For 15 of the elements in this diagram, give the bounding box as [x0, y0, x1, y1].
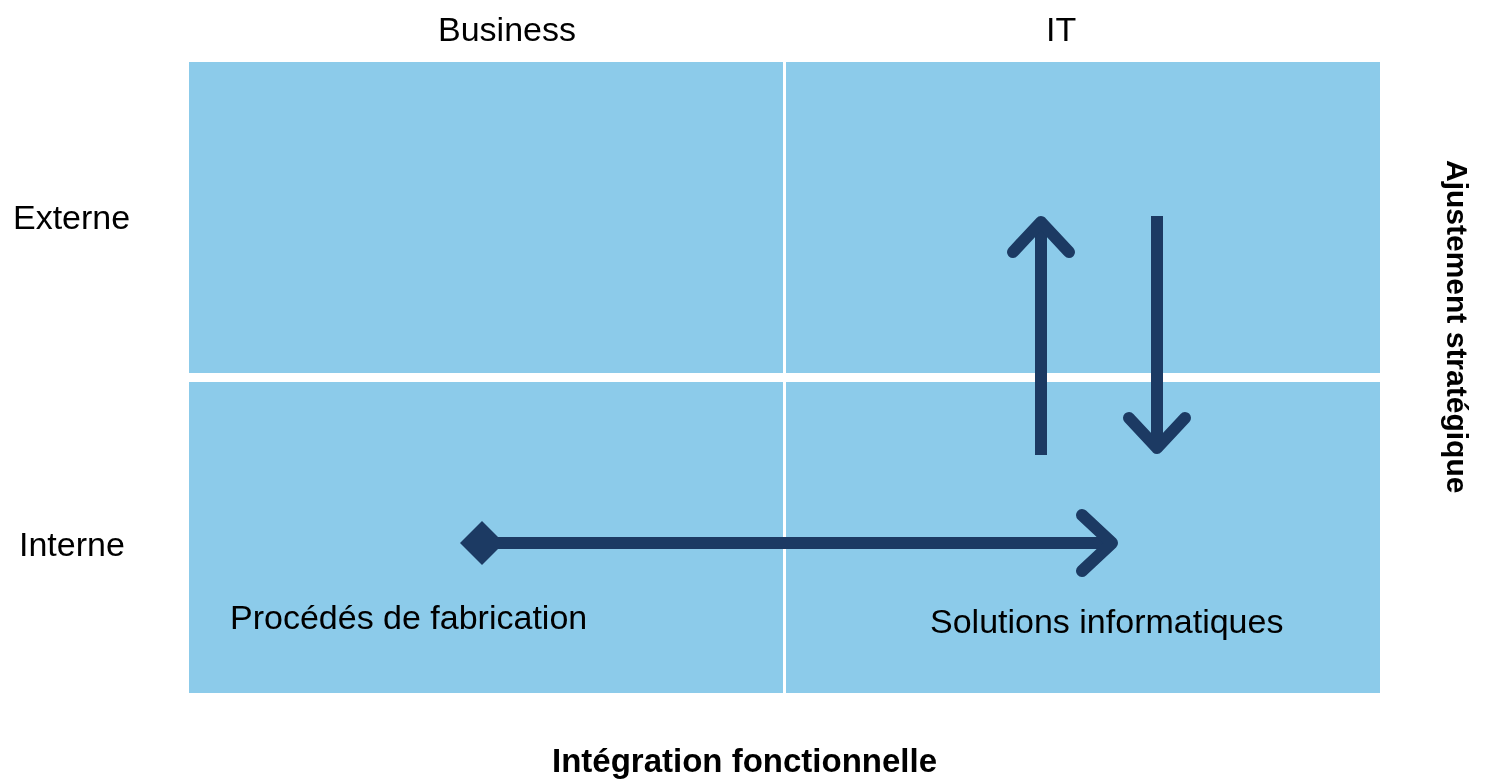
quadrant-label: Procédés de fabrication [230, 598, 588, 637]
axis-title: Intégration fonctionnelle [552, 742, 937, 780]
row-header: Externe [13, 198, 131, 237]
quadrant-box [786, 62, 1380, 373]
arrow [1123, 216, 1191, 454]
row-header: Interne [19, 525, 125, 564]
column-header: IT [1046, 10, 1077, 49]
arrow [460, 509, 1118, 577]
column-header: Business [438, 10, 576, 49]
quadrant-box [189, 382, 783, 693]
arrow [1007, 216, 1075, 455]
quadrant-box [786, 382, 1380, 693]
quadrant-label: Solutions informatiques [930, 602, 1284, 641]
axis-title: Ajustement stratégique [1440, 160, 1474, 494]
quadrant-box [189, 62, 783, 373]
